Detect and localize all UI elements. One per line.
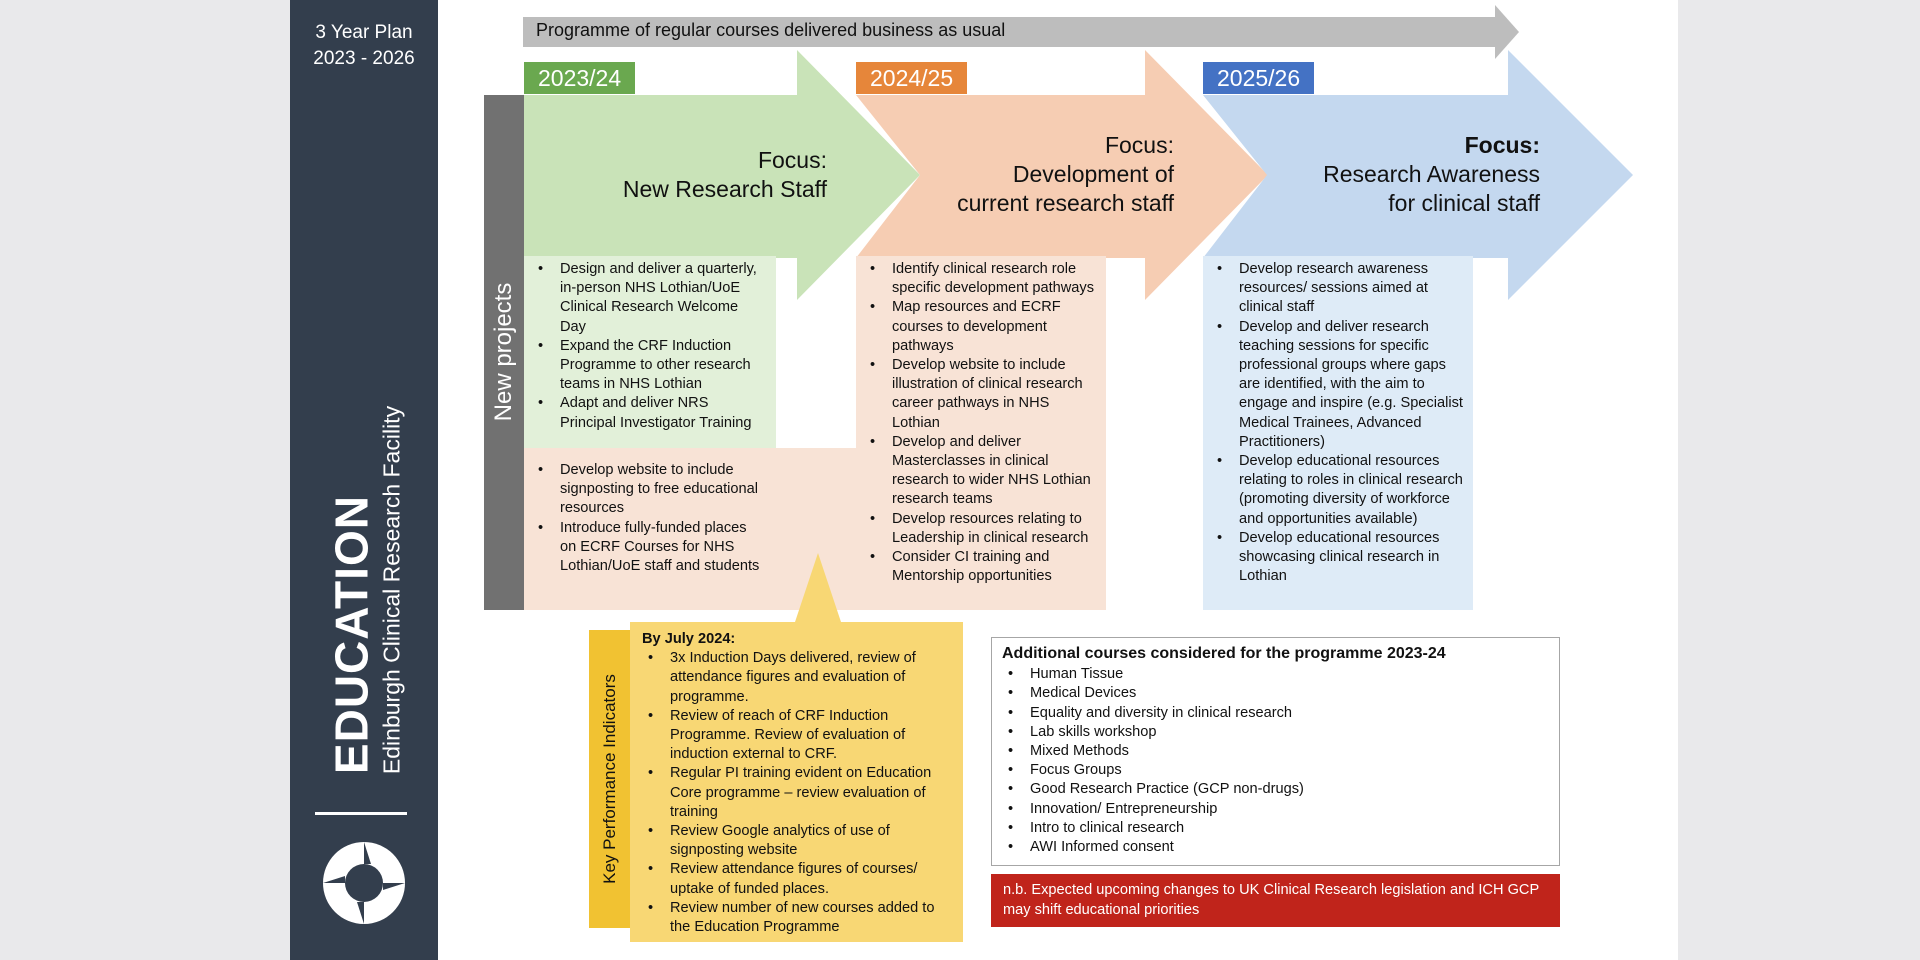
bau-arrow-head bbox=[1495, 5, 1519, 59]
phase-3-focus-topic: Research Awareness bbox=[1323, 161, 1540, 187]
ecrf-ring-logo-icon bbox=[323, 842, 405, 924]
phase-2-focus-topic: Development of bbox=[1012, 161, 1174, 187]
list-item: Medical Devices bbox=[1002, 684, 1549, 703]
list-item: Design and deliver a quarterly, in-perso… bbox=[532, 260, 768, 337]
bau-arrow bbox=[523, 17, 1495, 47]
year-tab-2024-25: 2024/25 bbox=[856, 62, 968, 94]
list-item: Equality and diversity in clinical resea… bbox=[1002, 704, 1549, 723]
phase-2-focus: Focus: Development of current research s… bbox=[900, 131, 1174, 218]
sidebar-divider bbox=[315, 812, 407, 815]
list-item: Good Research Practice (GCP non-drugs) bbox=[1002, 780, 1549, 799]
list-item: Focus Groups bbox=[1002, 761, 1549, 780]
ecrf-subtitle: Edinburgh Clinical Research Facility bbox=[378, 405, 405, 775]
phase-2-projects-box: Identify clinical research role specific… bbox=[856, 256, 1106, 610]
list-item: 3x Induction Days delivered, review of a… bbox=[642, 649, 953, 707]
kpi-side-bar bbox=[589, 630, 630, 928]
list-item: Develop educational resources showcasing… bbox=[1211, 529, 1465, 587]
phase-1-focus: Focus: New Research Staff bbox=[560, 146, 827, 204]
plan-title-years: 2023 - 2026 bbox=[313, 48, 415, 69]
list-item: Map resources and ECRF courses to develo… bbox=[864, 298, 1098, 356]
list-item: Lab skills workshop bbox=[1002, 723, 1549, 742]
list-item: Adapt and deliver NRS Principal Investig… bbox=[532, 394, 768, 432]
plan-title: 3 Year Plan 2023 - 2026 bbox=[290, 20, 438, 72]
phase-2-arrow bbox=[856, 50, 1268, 300]
phase-1-arrow bbox=[524, 50, 920, 300]
phase-3-arrow bbox=[1203, 50, 1633, 300]
phase-3-projects-box: Develop research awareness resources/ se… bbox=[1203, 256, 1473, 610]
sidebar-title-block: EDUCATION Edinburgh Clinical Research Fa… bbox=[300, 380, 430, 800]
legislation-note: n.b. Expected upcoming changes to UK Cli… bbox=[991, 874, 1560, 927]
list-item: Develop educational resources relating t… bbox=[1211, 452, 1465, 529]
phase-1-projects-box: Design and deliver a quarterly, in-perso… bbox=[524, 256, 776, 448]
kpi-callout: By July 2024: 3x Induction Days delivere… bbox=[630, 622, 963, 942]
list-item: Intro to clinical research bbox=[1002, 819, 1549, 838]
list-item: Develop website to include illustration … bbox=[864, 356, 1098, 433]
kpi-callout-pointer bbox=[794, 553, 842, 625]
list-item: Identify clinical research role specific… bbox=[864, 260, 1098, 298]
bau-arrow-label: Programme of regular courses delivered b… bbox=[536, 20, 1006, 40]
list-item: Develop and deliver research teaching se… bbox=[1211, 318, 1465, 452]
list-item: Develop and deliver Masterclasses in cli… bbox=[864, 433, 1098, 510]
list-item: Introduce fully-funded places on ECRF Co… bbox=[532, 519, 764, 577]
list-item: Human Tissue bbox=[1002, 665, 1549, 684]
list-item: Develop website to include signposting t… bbox=[532, 461, 764, 519]
kpi-heading: By July 2024: bbox=[642, 631, 736, 647]
kpi-side-label: Key Performance Indicators bbox=[600, 674, 619, 884]
list-item: Review Google analytics of use of signpo… bbox=[642, 822, 953, 860]
list-item: AWI Informed consent bbox=[1002, 838, 1549, 857]
new-projects-bar bbox=[484, 95, 524, 610]
phase-1-focus-label: Focus: bbox=[757, 147, 827, 173]
education-title: EDUCATION bbox=[325, 495, 378, 775]
list-item: Expand the CRF Induction Programme to ot… bbox=[532, 337, 768, 395]
new-projects-label: New projects bbox=[490, 282, 517, 422]
phase-3-focus-topic-2: for clinical staff bbox=[1388, 190, 1540, 216]
list-item: Review of reach of CRF Induction Program… bbox=[642, 707, 953, 765]
phase-2-focus-label: Focus: bbox=[1104, 132, 1174, 158]
year-tab-2023-24: 2023/24 bbox=[524, 62, 636, 94]
year-tab-2025-26: 2025/26 bbox=[1203, 62, 1315, 94]
list-item: Develop research awareness resources/ se… bbox=[1211, 260, 1465, 318]
list-item: Develop resources relating to Leadership… bbox=[864, 510, 1098, 548]
plan-title-line1: 3 Year Plan bbox=[315, 22, 413, 43]
additional-courses-box: Additional courses considered for the pr… bbox=[991, 637, 1560, 866]
phase-3-focus-label: Focus: bbox=[1464, 132, 1540, 158]
phase-2-focus-topic-2: current research staff bbox=[957, 190, 1174, 216]
phase-3-focus: Focus: Research Awareness for clinical s… bbox=[1260, 131, 1540, 218]
list-item: Innovation/ Entrepreneurship bbox=[1002, 800, 1549, 819]
list-item: Review number of new courses added to th… bbox=[642, 899, 953, 937]
additional-courses-heading: Additional courses considered for the pr… bbox=[1002, 645, 1446, 662]
phase-1-focus-topic: New Research Staff bbox=[622, 176, 827, 202]
list-item: Consider CI training and Mentorship oppo… bbox=[864, 548, 1098, 586]
list-item: Mixed Methods bbox=[1002, 742, 1549, 761]
sidebar: 3 Year Plan 2023 - 2026 EDUCATION Edinbu… bbox=[290, 0, 438, 960]
list-item: Review attendance figures of courses/ up… bbox=[642, 860, 953, 898]
list-item: Regular PI training evident on Education… bbox=[642, 764, 953, 822]
